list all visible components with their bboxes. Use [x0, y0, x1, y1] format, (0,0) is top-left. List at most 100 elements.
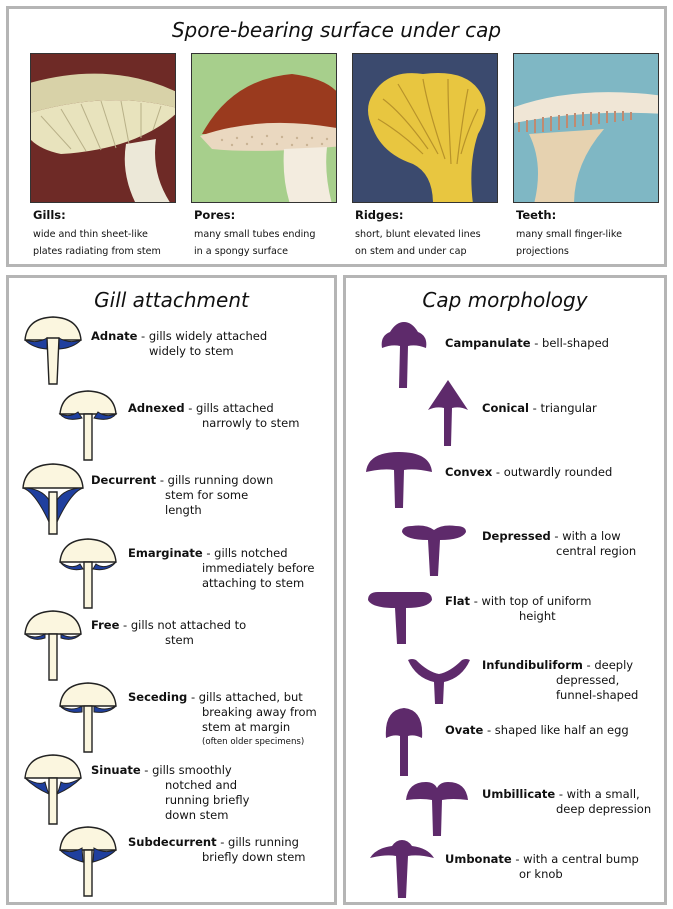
seceding-desc-note: (often older specimens) — [128, 735, 317, 750]
adnate-icon — [21, 314, 85, 390]
conical-icon — [424, 378, 472, 448]
depressed-name: Depressed — [482, 529, 551, 543]
sinuate-name: Sinuate — [91, 763, 141, 777]
ridges-illustration — [352, 53, 498, 203]
sinuate-desc-line4: down stem — [91, 808, 249, 823]
free-desc-line1: - gills not attached to — [119, 618, 246, 632]
emarginate-desc-line2: immediately before — [128, 561, 314, 576]
flat-name: Flat — [445, 594, 470, 608]
ridges-label: Ridges: — [355, 208, 404, 222]
flat-desc-line1: - with top of uniform — [470, 594, 591, 608]
infundibuliform-desc-line2: depressed, — [482, 673, 638, 688]
spore-surface-title: Spore-bearing surface under cap — [9, 18, 664, 42]
flat-desc-line2: height — [445, 609, 591, 624]
ovate-desc: - shaped like half an egg — [483, 723, 628, 737]
campanulate-desc: - bell-shaped — [531, 336, 609, 350]
gill-item-free: Free - gills not attached to stem — [91, 618, 246, 648]
adnate-desc-line1: - gills widely attached — [137, 329, 267, 343]
gills-desc: wide and thin sheet-like plates radiatin… — [33, 226, 183, 260]
gills-label: Gills: — [33, 208, 66, 222]
seceding-desc-line2: breaking away from — [128, 705, 317, 720]
decurrent-desc-line1: - gills running down — [156, 473, 273, 487]
umbillicate-desc-line1: - with a small, — [555, 787, 640, 801]
umbillicate-name: Umbillicate — [482, 787, 555, 801]
decurrent-desc-line2: stem for some — [91, 488, 273, 503]
adnate-desc-line2: widely to stem — [91, 344, 267, 359]
sinuate-desc-line2: notched and — [91, 778, 249, 793]
umbillicate-icon — [404, 778, 470, 838]
campanulate-name: Campanulate — [445, 336, 531, 350]
infundibuliform-desc-line3: funnel-shaped — [482, 688, 638, 703]
sinuate-desc-line3: running briefly — [91, 793, 249, 808]
emarginate-name: Emarginate — [128, 546, 203, 560]
free-icon — [21, 608, 85, 684]
gill-item-seceding: Seceding - gills attached, but breaking … — [128, 690, 317, 750]
cap-morphology-title: Cap morphology — [346, 288, 664, 312]
adnexed-desc-line2: narrowly to stem — [128, 416, 299, 431]
teeth-desc-line1: many small finger-like — [516, 226, 666, 243]
infundibuliform-name: Infundibuliform — [482, 658, 583, 672]
emarginate-icon — [56, 536, 120, 612]
conical-name: Conical — [482, 401, 529, 415]
gill-item-subdecurrent: Subdecurrent - gills running briefly dow… — [128, 835, 305, 865]
infundibuliform-icon — [406, 656, 472, 706]
pores-desc-line1: many small tubes ending — [194, 226, 344, 243]
teeth-desc-line2: projections — [516, 243, 666, 260]
seceding-desc-line3: stem at margin — [128, 720, 317, 735]
convex-icon — [364, 450, 434, 510]
convex-desc: - outwardly rounded — [492, 465, 612, 479]
umbonate-icon — [368, 838, 436, 900]
sinuate-icon — [21, 752, 85, 828]
cap-item-umbonate: Umbonate - with a central bump or knob — [445, 852, 639, 882]
conical-desc: - triangular — [529, 401, 597, 415]
ovate-icon — [382, 706, 426, 778]
subdecurrent-desc-line2: briefly down stem — [128, 850, 305, 865]
teeth-label: Teeth: — [516, 208, 556, 222]
seceding-name: Seceding — [128, 690, 187, 704]
depressed-icon — [400, 522, 468, 578]
umbonate-desc-line2: or knob — [445, 867, 639, 882]
gill-attachment-title: Gill attachment — [9, 288, 334, 312]
flat-icon — [366, 590, 434, 646]
subdecurrent-icon — [56, 824, 120, 900]
cap-item-ovate: Ovate - shaped like half an egg — [445, 723, 629, 738]
cap-item-conical: Conical - triangular — [482, 401, 597, 416]
free-name: Free — [91, 618, 119, 632]
subdecurrent-desc-line1: - gills running — [217, 835, 299, 849]
gill-item-emarginate: Emarginate - gills notched immediately b… — [128, 546, 314, 591]
adnexed-desc-line1: - gills attached — [185, 401, 274, 415]
adnate-name: Adnate — [91, 329, 137, 343]
cap-item-convex: Convex - outwardly rounded — [445, 465, 612, 480]
emarginate-desc-line3: attaching to stem — [128, 576, 314, 591]
pores-desc-line2: in a spongy surface — [194, 243, 344, 260]
spore-surface-panel: Spore-bearing surface under cap — [6, 6, 667, 267]
gill-item-adnexed: Adnexed - gills attached narrowly to ste… — [128, 401, 299, 431]
seceding-desc-line1: - gills attached, but — [187, 690, 303, 704]
gill-attachment-panel: Gill attachment A — [6, 275, 337, 905]
free-desc-line2: stem — [91, 633, 246, 648]
decurrent-desc-line3: length — [91, 503, 273, 518]
ridges-desc: short, blunt elevated lines on stem and … — [355, 226, 505, 260]
gills-desc-line1: wide and thin sheet-like — [33, 226, 183, 243]
depressed-desc-line2: central region — [482, 544, 636, 559]
sinuate-desc-line1: - gills smoothly — [141, 763, 232, 777]
cap-item-flat: Flat - with top of uniform height — [445, 594, 591, 624]
umbonate-desc-line1: - with a central bump — [512, 852, 639, 866]
adnexed-icon — [56, 388, 120, 464]
gill-item-adnate: Adnate - gills widely attached widely to… — [91, 329, 267, 359]
adnexed-name: Adnexed — [128, 401, 185, 415]
cap-item-umbillicate: Umbillicate - with a small, deep depress… — [482, 787, 651, 817]
decurrent-name: Decurrent — [91, 473, 156, 487]
subdecurrent-name: Subdecurrent — [128, 835, 217, 849]
convex-name: Convex — [445, 465, 492, 479]
depressed-desc-line1: - with a low — [551, 529, 621, 543]
gills-desc-line2: plates radiating from stem — [33, 243, 183, 260]
teeth-desc: many small finger-like projections — [516, 226, 666, 260]
emarginate-desc-line1: - gills notched — [203, 546, 288, 560]
gill-item-sinuate: Sinuate - gills smoothly notched and run… — [91, 763, 249, 823]
umbonate-name: Umbonate — [445, 852, 512, 866]
umbillicate-desc-line2: deep depression — [482, 802, 651, 817]
cap-item-campanulate: Campanulate - bell-shaped — [445, 336, 609, 351]
gills-illustration — [30, 53, 176, 203]
pores-illustration — [191, 53, 337, 203]
